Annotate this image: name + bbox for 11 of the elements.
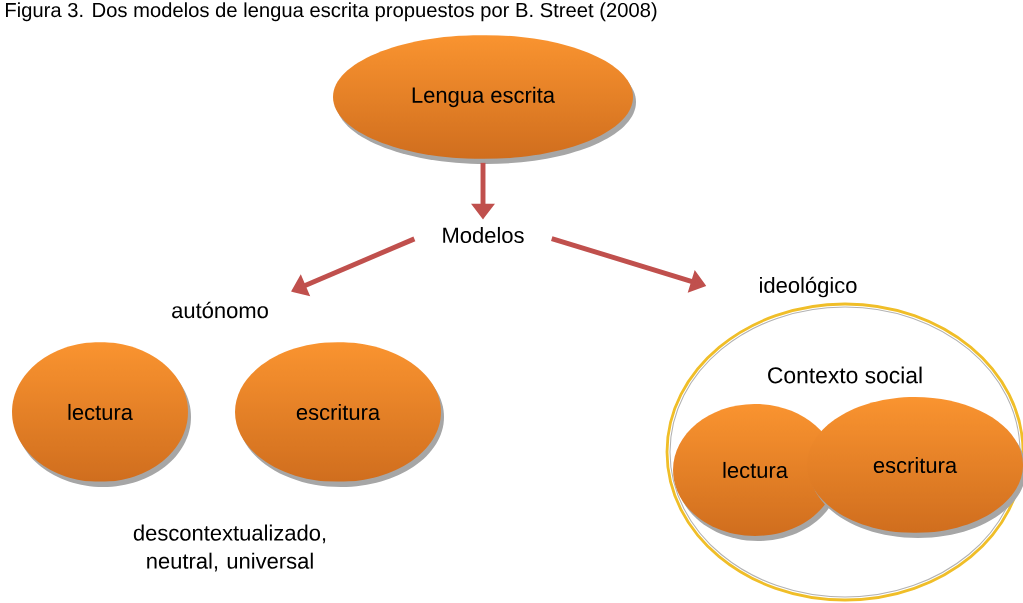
note-text: descontextualizado, neutral, universal (133, 524, 326, 572)
oval-node: lectura (673, 404, 840, 541)
oval-node: escritura (235, 342, 444, 487)
node-label: autónomo (172, 301, 268, 319)
context-label: Contexto social (768, 366, 922, 384)
node-heading: ideológico (760, 276, 857, 298)
oval-node: Lengua escrita (333, 35, 636, 164)
oval-node: lectura (12, 342, 191, 487)
oval-node: escritura (807, 397, 1023, 538)
node-label: Modelos (443, 226, 524, 244)
figure-title: Figura 3. Dos modelos de lengua escrita propuestos por B. Street (2008) (6, 2, 657, 22)
